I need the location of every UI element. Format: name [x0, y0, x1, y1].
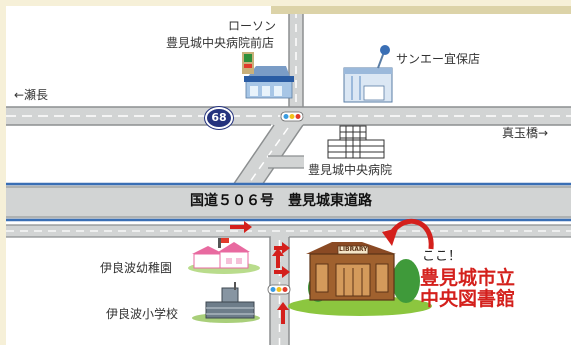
direction-east-label: 真玉橋→: [502, 126, 549, 140]
route-arrows: [230, 221, 290, 324]
lawson-store-icon: [242, 52, 294, 99]
here-arrow-head: [382, 228, 398, 246]
library-name-line1: 豊見城市立: [420, 267, 516, 289]
hospital-icon: [327, 125, 385, 159]
traffic-light-south: [267, 284, 291, 295]
here-arrow: [388, 218, 434, 250]
hospital-label: 豊見城中央病院: [308, 163, 393, 177]
sanei-store-icon: [343, 45, 393, 103]
kindergarten-label: 伊良波幼稚園: [100, 261, 173, 275]
library-building-icon: [288, 242, 432, 316]
elementary-school-label: 伊良波小学校: [106, 307, 179, 321]
highway-506: [6, 182, 571, 222]
traffic-light-north: [280, 111, 304, 122]
map-area[interactable]: ローソン 豊見城中央病院前店 サンエー宜保店 ←瀬長 真玉橋→ 68 豊見城中央…: [6, 6, 571, 345]
sanei-label: サンエー宜保店: [396, 52, 481, 66]
map-graphics: [6, 6, 571, 345]
lower-road: [6, 224, 571, 238]
route-68-badge: 68: [205, 107, 233, 129]
here-label: ここ！: [422, 249, 462, 264]
direction-west-label: ←瀬長: [14, 88, 49, 102]
highway-label: 国道５０６号 豊見城東道路: [190, 193, 372, 209]
elementary-school-icon: [192, 282, 260, 323]
lawson-branch-label: 豊見城中央病院前店: [166, 36, 275, 50]
library-name-line2: 中央図書館: [420, 288, 516, 310]
top-border-strip: [271, 6, 571, 14]
library-sign: LIBRARY: [339, 246, 368, 253]
kindergarten-icon: [188, 238, 260, 274]
lawson-name-label: ローソン: [228, 19, 277, 33]
